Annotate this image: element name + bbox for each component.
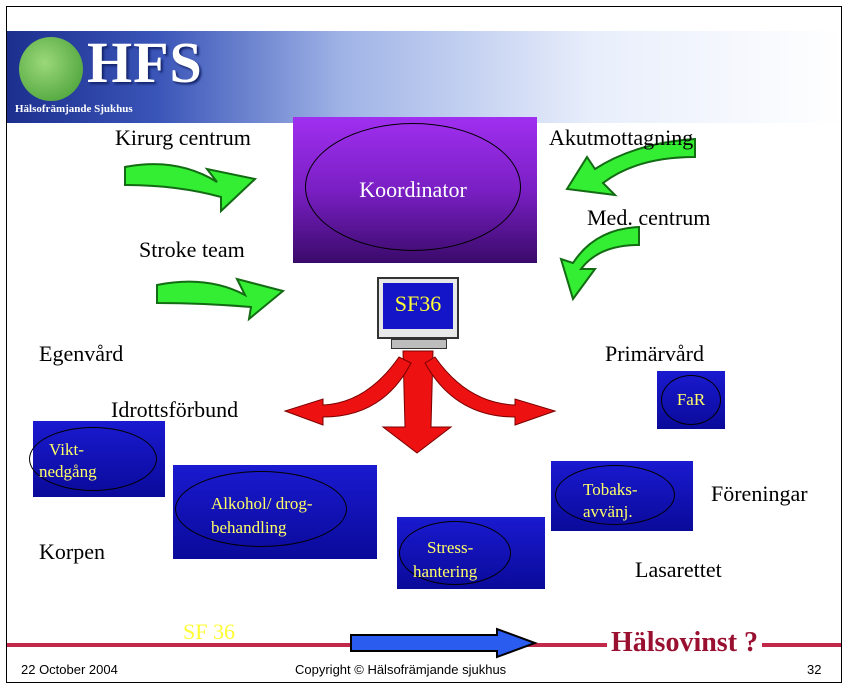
- tobak-line2: avvänj.: [583, 502, 633, 521]
- label-egenvard: Egenvård: [39, 341, 124, 366]
- halsovinst-label: Hälsovinst ?: [607, 627, 763, 659]
- far-label: FaR: [676, 390, 706, 409]
- green-arrows: [124, 137, 696, 322]
- arrow-med: [559, 225, 640, 302]
- label-lasarettet: Lasarettet: [635, 557, 722, 582]
- footer-copyright: Copyright © Hälsofrämjande sjukhus: [295, 662, 507, 677]
- coordinator-ellipse: [305, 123, 521, 251]
- arrow-stroke: [156, 277, 286, 322]
- arrow-left: [283, 356, 412, 426]
- monitor-screen: [383, 283, 453, 329]
- label-akut: Akutmottagning: [549, 125, 694, 150]
- stress-line2: hantering: [413, 562, 478, 581]
- slide: HFS Hälsofrämjande Sjukhus Koordinator S…: [6, 6, 842, 683]
- alkohol-line2: behandling: [211, 518, 287, 537]
- far-ellipse: [661, 375, 721, 425]
- label-foreningar: Föreningar: [711, 481, 808, 506]
- label-korpen: Korpen: [39, 539, 105, 564]
- vikt-ellipse: [29, 427, 157, 491]
- monitor-label: SF36: [394, 291, 442, 316]
- sf36-label: SF 36: [183, 619, 235, 644]
- vikt-line1: Vikt-: [49, 440, 84, 459]
- header-band: [7, 31, 841, 123]
- alkohol-ellipse: [175, 471, 347, 547]
- stress-ellipse: [399, 521, 511, 585]
- vikt-line2: nedgång: [39, 462, 97, 481]
- label-kirurg: Kirurg centrum: [115, 125, 251, 150]
- arrow-akut: [565, 137, 696, 197]
- label-idrott: Idrottsförbund: [111, 397, 239, 422]
- blue-arrow: [350, 627, 538, 659]
- footer-date: 22 October 2004: [21, 662, 118, 677]
- footer-page: 32: [807, 662, 822, 677]
- logo-text: HFS: [87, 30, 203, 95]
- coordinator-label: Koordinator: [359, 177, 467, 202]
- tobak-ellipse: [555, 465, 675, 525]
- arrow-right: [424, 356, 557, 426]
- logo-subtitle: Hälsofrämjande Sjukhus: [15, 103, 133, 115]
- label-stroke: Stroke team: [139, 237, 245, 262]
- label-med: Med. centrum: [587, 205, 711, 230]
- label-primarvard: Primärvård: [605, 341, 704, 366]
- tobak-line1: Tobaks-: [583, 480, 638, 499]
- red-arrows: [283, 350, 557, 454]
- arrow-kirurg: [124, 163, 258, 214]
- logo-circle: [19, 37, 83, 101]
- monitor-stand: [391, 339, 447, 349]
- stress-line1: Stress-: [427, 538, 474, 557]
- alkohol-line1: Alkohol/ drog-: [211, 494, 313, 513]
